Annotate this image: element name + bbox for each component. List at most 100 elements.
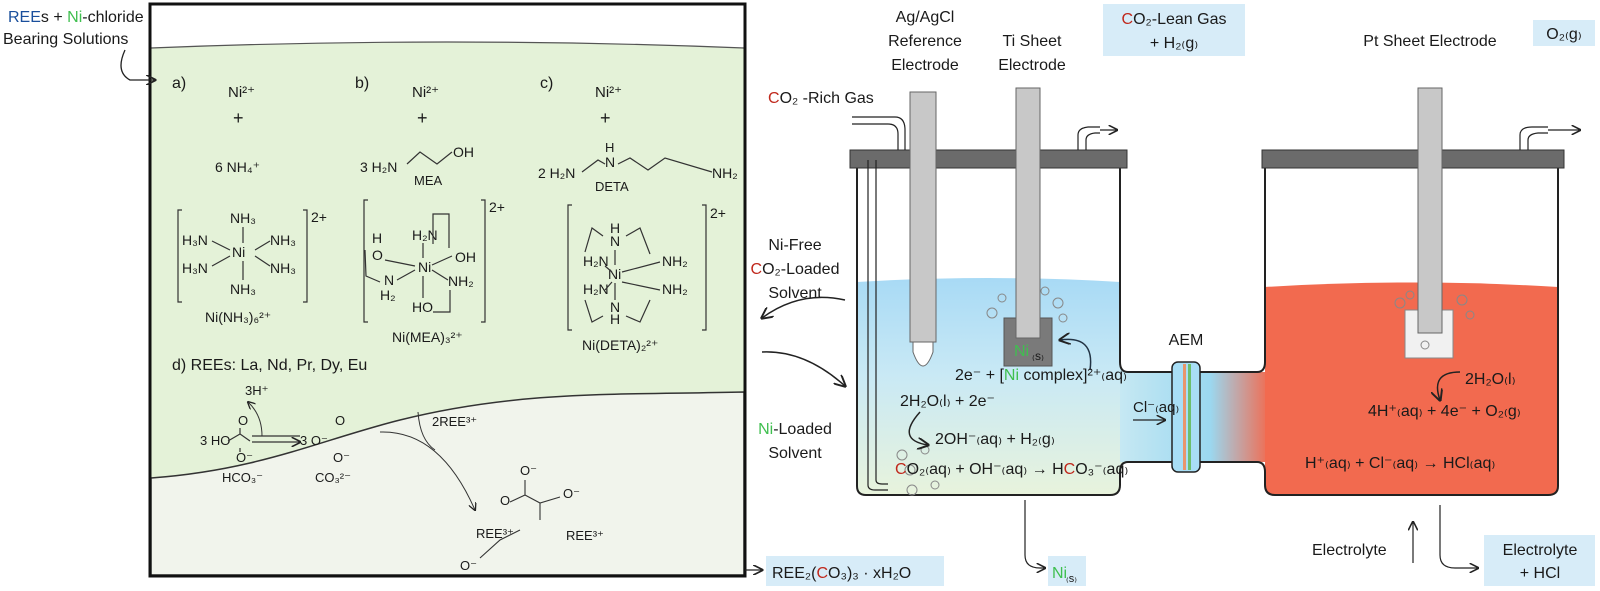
cathode-lid [849, 149, 1128, 169]
svg-text:Ni: Ni [1052, 565, 1067, 582]
svg-text:REE³⁺: REE³⁺ [476, 526, 514, 541]
svg-text:+: + [233, 108, 244, 128]
electrolyte-hcl-box [1484, 535, 1595, 586]
panel-a: a) Ni²⁺ + 6 NH₄⁺ 2+ NH₃ H₃N NH₃ Ni H₃N N… [172, 75, 327, 325]
svg-text:Electrode: Electrode [891, 57, 959, 74]
electrochemical-cell: AEM Cl⁻₍aq₎ Ni₍s₎ 2e⁻ + [Ni complex]²⁺₍a… [849, 87, 1565, 496]
svg-text:O: O [335, 413, 345, 428]
o2-box [1533, 20, 1595, 46]
svg-text:Ni(MEA)₃²⁺: Ni(MEA)₃²⁺ [392, 329, 463, 345]
precipitate-zone [150, 391, 745, 576]
svg-text:CO₂₍aq₎ + OH⁻₍aq₎ → HCO₃⁻₍aq₎: CO₂₍aq₎ + OH⁻₍aq₎ → HCO₃⁻₍aq₎ [895, 461, 1128, 478]
svg-text:H₂N: H₂N [412, 227, 438, 243]
svg-text:H₂: H₂ [380, 287, 396, 303]
svg-text:2OH⁻₍aq₎ + H₂₍g₎: 2OH⁻₍aq₎ + H₂₍g₎ [935, 431, 1055, 448]
panel-c: c) Ni²⁺ + 2 H₂N H N NH₂ DETA 2+ H N H₂N … [538, 75, 738, 353]
svg-text:H: H [610, 311, 620, 327]
svg-text:HCO₃⁻: HCO₃⁻ [222, 470, 263, 485]
svg-text:3 HO: 3 HO [200, 433, 230, 448]
svg-text:NH₃: NH₃ [270, 232, 296, 248]
svg-text:Electrolyte: Electrolyte [1503, 542, 1578, 559]
svg-text:H⁺₍aq₎ + Cl⁻₍aq₎ → HCl₍aq₎: H⁺₍aq₎ + Cl⁻₍aq₎ → HCl₍aq₎ [1305, 455, 1495, 472]
ni-product-box [1048, 556, 1086, 586]
svg-text:4H⁺₍aq₎ + 4e⁻ + O₂₍g₎: 4H⁺₍aq₎ + 4e⁻ + O₂₍g₎ [1368, 403, 1521, 420]
svg-text:+ H₂₍g₎: + H₂₍g₎ [1150, 35, 1198, 52]
panel-d: d) REEs: La, Nd, Pr, Dy, Eu 3H⁺ O 3 HO O… [172, 357, 604, 573]
svg-text:O⁻: O⁻ [520, 463, 537, 478]
svg-text:Solvent: Solvent [768, 285, 822, 302]
svg-text:REE₂(CO₃)₃ · xH₂O: REE₂(CO₃)₃ · xH₂O [772, 565, 911, 582]
svg-text:2H₂O₍l₎ + 2e⁻: 2H₂O₍l₎ + 2e⁻ [900, 393, 995, 410]
svg-text:+: + [417, 108, 428, 128]
svg-text:N: N [610, 299, 620, 315]
svg-text:N: N [610, 233, 620, 249]
svg-text:O: O [372, 247, 383, 263]
svg-text:Ni²⁺: Ni²⁺ [412, 84, 439, 101]
svg-text:2e⁻ + [Ni complex]²⁺₍aq₎: 2e⁻ + [Ni complex]²⁺₍aq₎ [955, 367, 1127, 384]
svg-text:CO₂ -Rich Gas: CO₂ -Rich Gas [768, 90, 874, 107]
svg-text:REE³⁺: REE³⁺ [566, 528, 604, 543]
svg-text:Ag/AgCl: Ag/AgCl [896, 9, 955, 26]
svg-text:3H⁺: 3H⁺ [245, 383, 268, 398]
svg-text:O₂₍g₎: O₂₍g₎ [1546, 26, 1581, 43]
svg-text:O⁻: O⁻ [236, 450, 253, 465]
svg-text:CO₃²⁻: CO₃²⁻ [315, 470, 351, 485]
svg-text:Ni: Ni [418, 259, 431, 275]
svg-text:2H₂O₍l₎: 2H₂O₍l₎ [1465, 371, 1516, 388]
svg-text:Cl⁻₍aq₎: Cl⁻₍aq₎ [1133, 399, 1179, 416]
svg-text:OH: OH [455, 249, 476, 265]
svg-text:REEs + Ni-chloride: REEs + Ni-chloride [8, 9, 144, 26]
product-outlet: REE₂(CO₃)₃ · xH₂O [745, 556, 944, 586]
svg-text:NH₂: NH₂ [662, 281, 688, 297]
svg-text:NH₂: NH₂ [448, 273, 474, 289]
svg-text:Ni-Loaded: Ni-Loaded [758, 421, 832, 438]
svg-text:Bearing Solutions: Bearing Solutions [3, 31, 128, 48]
svg-text:OH: OH [453, 144, 474, 160]
inlet-arrow [120, 49, 155, 80]
svg-text:AEM: AEM [1169, 332, 1204, 349]
gas-bubbles [896, 286, 1475, 496]
svg-text:Pt Sheet Electrode: Pt Sheet Electrode [1363, 33, 1497, 50]
product-box [766, 556, 944, 586]
svg-text:H: H [605, 140, 614, 155]
svg-text:c): c) [540, 75, 553, 92]
svg-text:NH₂: NH₂ [662, 253, 688, 269]
svg-text:Ni-Free: Ni-Free [768, 237, 821, 254]
svg-text:H: H [372, 230, 382, 246]
svg-text:₍s₎: ₍s₎ [1032, 349, 1044, 363]
svg-text:3 O⁻: 3 O⁻ [300, 433, 328, 448]
svg-text:H₂N: H₂N [583, 281, 609, 297]
svg-text:H₃N: H₃N [182, 260, 208, 276]
svg-text:DETA: DETA [595, 179, 629, 194]
solvent-flows: Ni-Free CO₂-Loaded Solvent Ni-Loaded Sol… [751, 90, 874, 462]
svg-text:NH₂: NH₂ [712, 165, 738, 181]
svg-text:2+: 2+ [489, 199, 505, 215]
svg-text:Ni: Ni [1014, 343, 1029, 360]
feed-arrow [761, 351, 845, 386]
svg-text:O: O [500, 493, 510, 508]
svg-text:CO₂-Loaded: CO₂-Loaded [751, 261, 840, 278]
svg-text:O⁻: O⁻ [333, 450, 350, 465]
svg-text:Electrode: Electrode [998, 57, 1066, 74]
svg-text:NH₃: NH₃ [230, 210, 256, 226]
svg-text:NH₃: NH₃ [230, 281, 256, 297]
svg-text:2+: 2+ [710, 205, 726, 221]
svg-text:Ti Sheet: Ti Sheet [1003, 33, 1063, 50]
svg-text:Ni(DETA)₂²⁺: Ni(DETA)₂²⁺ [582, 337, 658, 353]
svg-text:Ni(NH₃)₆²⁺: Ni(NH₃)₆²⁺ [205, 309, 271, 325]
anode-lid [1261, 149, 1565, 169]
svg-text:b): b) [355, 75, 369, 92]
anolyte [1265, 282, 1558, 495]
electrode-labels: Ag/AgCl Reference Electrode Ti Sheet Ele… [888, 9, 1497, 74]
svg-text:Reference: Reference [888, 33, 962, 50]
svg-text:MEA: MEA [414, 173, 443, 188]
svg-text:Solvent: Solvent [768, 445, 822, 462]
inlet-label: REEs + Ni-chloride Bearing Solutions [3, 9, 155, 80]
svg-text:H₂N: H₂N [583, 253, 609, 269]
svg-text:HO: HO [412, 299, 433, 315]
return-arrow [762, 296, 846, 318]
svg-text:2+: 2+ [311, 209, 327, 225]
svg-text:O: O [238, 413, 248, 428]
pt-electrode [1417, 87, 1443, 334]
